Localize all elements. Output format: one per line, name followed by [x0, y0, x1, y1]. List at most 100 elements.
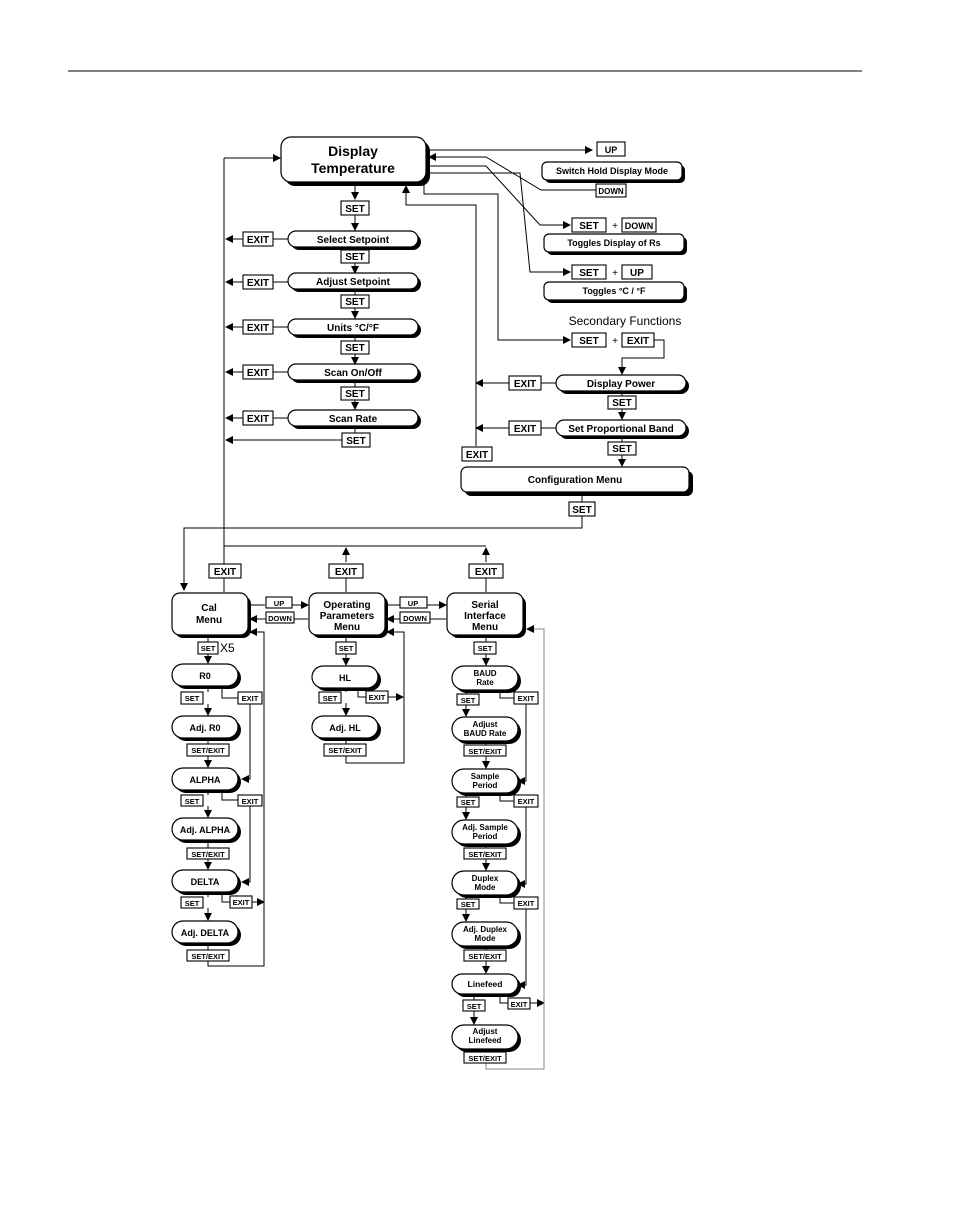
svg-text:SET/EXIT: SET/EXIT — [468, 747, 502, 756]
svg-text:BAUD: BAUD — [473, 669, 496, 678]
svg-text:SET/EXIT: SET/EXIT — [191, 850, 225, 859]
svg-text:Toggles °C / °F: Toggles °C / °F — [582, 286, 646, 296]
svg-text:SET: SET — [323, 694, 338, 703]
svg-text:SET: SET — [461, 696, 476, 705]
secondary-chain: Display Power SET Set Proportional Band … — [461, 374, 689, 462]
op-column: SET HL SET EXIT Adj. HL SET/EXIT — [311, 641, 389, 757]
main-exit-tags: EXIT EXIT EXIT EXIT EXIT — [242, 231, 274, 426]
svg-text:UP: UP — [408, 599, 418, 608]
svg-text:EXIT: EXIT — [514, 424, 536, 435]
svg-text:Adj. Duplex: Adj. Duplex — [463, 925, 508, 934]
cal-column: SET X5 R0 SET EXIT Adj. R0 SET/EXIT ALPH… — [171, 641, 263, 962]
set-up-combo: SET + UP — [571, 264, 653, 280]
svg-text:SET: SET — [345, 297, 364, 308]
select-setpoint: Select Setpoint — [317, 235, 390, 246]
svg-text:Adjust: Adjust — [473, 1027, 498, 1036]
svg-text:DOWN: DOWN — [268, 614, 292, 623]
svg-text:SET: SET — [572, 505, 591, 516]
adjust-setpoint: Adjust Setpoint — [316, 277, 391, 288]
svg-text:EXIT: EXIT — [518, 694, 535, 703]
units-cf: Units °C/°F — [327, 323, 379, 334]
svg-text:Adj. DELTA: Adj. DELTA — [181, 928, 230, 938]
svg-text:SET: SET — [345, 343, 364, 354]
connectors — [180, 146, 665, 1070]
svg-text:BAUD Rate: BAUD Rate — [464, 729, 507, 738]
display-power: Display Power — [587, 379, 655, 390]
set-proportional-band: Set Proportional Band — [568, 424, 674, 435]
cal-menu-box: Cal Menu — [171, 592, 251, 638]
svg-text:EXIT: EXIT — [511, 1000, 528, 1009]
svg-text:UP: UP — [274, 599, 284, 608]
scan-onoff: Scan On/Off — [324, 368, 382, 379]
svg-text:Adjust: Adjust — [473, 720, 498, 729]
svg-text:UP: UP — [630, 268, 644, 279]
svg-text:SET/EXIT: SET/EXIT — [328, 746, 362, 755]
menu-exit-tags: EXIT EXIT EXIT — [208, 563, 504, 579]
svg-text:+: + — [612, 336, 618, 347]
svg-text:EXIT: EXIT — [466, 450, 488, 461]
scan-rate: Scan Rate — [329, 414, 378, 425]
main-menu-items: Select Setpoint Adjust Setpoint Units °C… — [287, 230, 421, 429]
svg-text:DOWN: DOWN — [625, 221, 654, 231]
svg-text:SET: SET — [345, 389, 364, 400]
svg-text:Menu: Menu — [196, 615, 222, 626]
svg-text:SET: SET — [579, 268, 598, 279]
svg-text:Sample: Sample — [471, 772, 500, 781]
svg-text:EXIT: EXIT — [518, 899, 535, 908]
svg-text:Duplex: Duplex — [472, 874, 499, 883]
svg-text:SET/EXIT: SET/EXIT — [468, 850, 502, 859]
svg-text:SET: SET — [185, 797, 200, 806]
toggles-cf-box: Toggles °C / °F — [543, 281, 687, 303]
serial-interface-menu-box: Serial Interface Menu — [446, 592, 526, 638]
operating-parameters-menu-box: Operating Parameters Menu — [308, 592, 388, 638]
svg-text:EXIT: EXIT — [214, 567, 236, 578]
svg-text:SET: SET — [612, 444, 631, 455]
svg-text:EXIT: EXIT — [247, 278, 269, 289]
svg-text:HL: HL — [339, 673, 351, 683]
svg-text:SET: SET — [478, 644, 493, 653]
svg-text:EXIT: EXIT — [369, 693, 386, 702]
svg-text:SET/EXIT: SET/EXIT — [468, 1054, 502, 1063]
svg-text:EXIT: EXIT — [247, 414, 269, 425]
svg-text:SET: SET — [185, 899, 200, 908]
svg-text:Serial: Serial — [471, 600, 498, 611]
svg-text:Parameters: Parameters — [320, 611, 375, 622]
svg-text:Switch Hold Display Mode: Switch Hold Display Mode — [556, 166, 668, 176]
svg-text:DELTA: DELTA — [191, 877, 220, 887]
svg-text:EXIT: EXIT — [518, 797, 535, 806]
configuration-menu-box: Configuration Menu SET — [460, 466, 693, 517]
svg-text:Cal: Cal — [201, 603, 217, 614]
display-temperature-line1: Display — [328, 143, 378, 159]
svg-text:EXIT: EXIT — [242, 797, 259, 806]
menu-updown-tags: UP DOWN UP DOWN — [265, 596, 431, 624]
svg-text:R0: R0 — [199, 671, 211, 681]
svg-text:SET: SET — [612, 398, 631, 409]
x5-label: X5 — [220, 641, 235, 655]
svg-text:EXIT: EXIT — [247, 368, 269, 379]
svg-text:Toggles Display of Rs: Toggles Display of Rs — [567, 238, 660, 248]
svg-text:EXIT: EXIT — [335, 567, 357, 578]
svg-text:UP: UP — [605, 145, 618, 155]
svg-text:Adj. Sample: Adj. Sample — [462, 823, 508, 832]
svg-text:SET: SET — [185, 694, 200, 703]
serial-column: SET BAUD Rate SET EXIT Adjust BAUD Rate … — [451, 641, 539, 1064]
down-key: DOWN — [595, 183, 627, 198]
svg-text:EXIT: EXIT — [514, 379, 536, 390]
secondary-functions-label: Secondary Functions — [569, 314, 682, 328]
svg-text:Mode: Mode — [475, 883, 496, 892]
svg-text:EXIT: EXIT — [627, 336, 649, 347]
svg-text:SET: SET — [345, 204, 364, 215]
svg-text:Period: Period — [473, 832, 498, 841]
svg-text:Configuration Menu: Configuration Menu — [528, 475, 622, 486]
svg-text:Adj. R0: Adj. R0 — [189, 723, 220, 733]
svg-text:Menu: Menu — [472, 622, 498, 633]
svg-text:EXIT: EXIT — [242, 694, 259, 703]
svg-text:DOWN: DOWN — [598, 187, 624, 196]
svg-text:EXIT: EXIT — [475, 567, 497, 578]
svg-text:Mode: Mode — [475, 934, 496, 943]
svg-text:EXIT: EXIT — [247, 235, 269, 246]
svg-text:SET: SET — [467, 1002, 482, 1011]
svg-text:SET: SET — [461, 900, 476, 909]
svg-text:SET: SET — [345, 252, 364, 263]
svg-text:Rate: Rate — [476, 678, 494, 687]
